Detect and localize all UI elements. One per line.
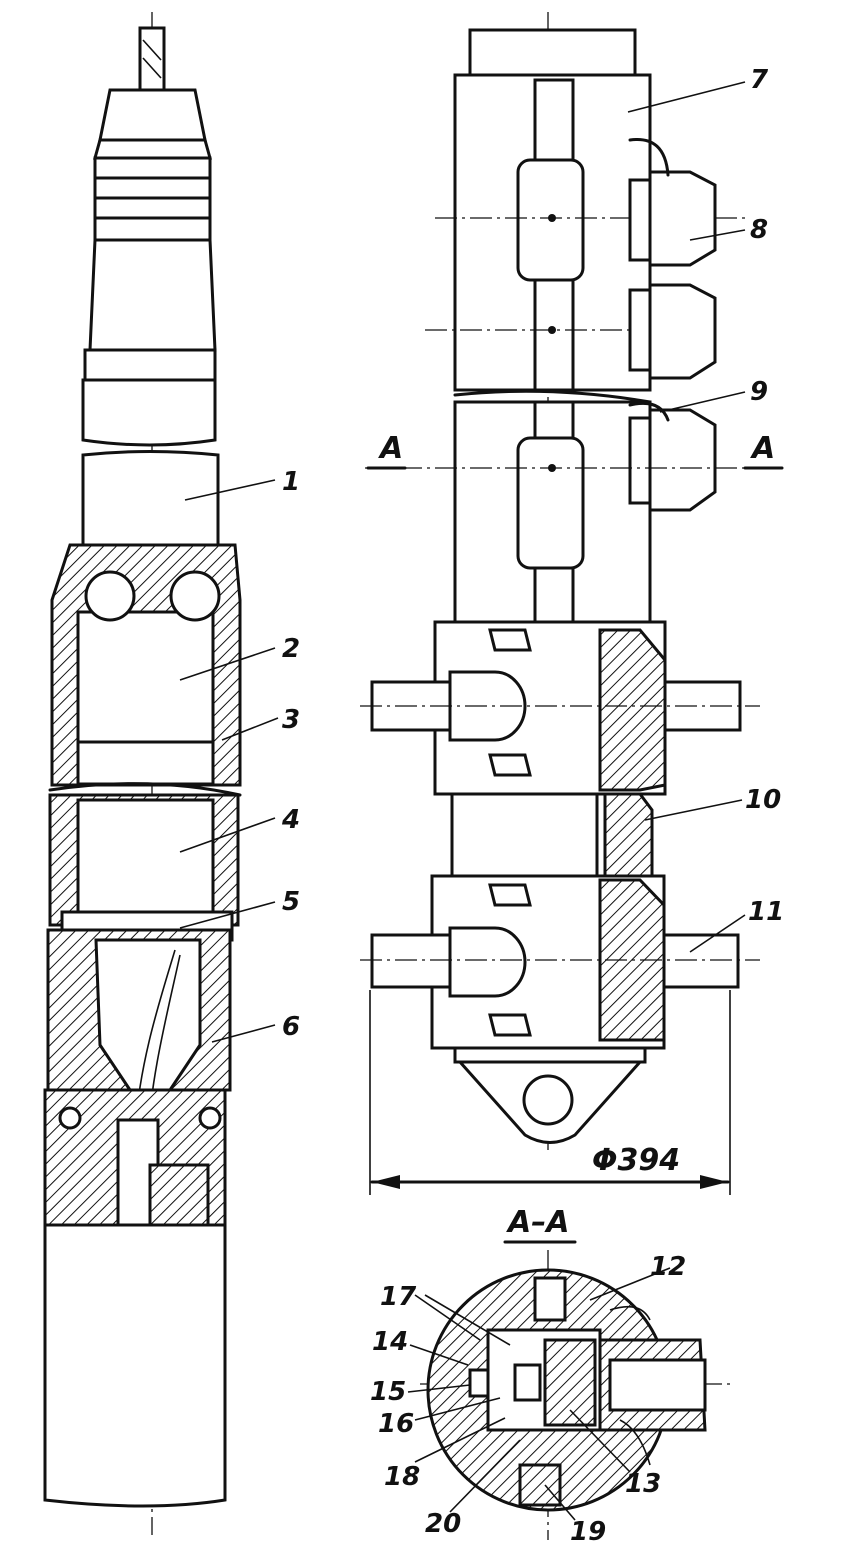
insert-part-2	[76, 610, 215, 786]
base-plate	[453, 1046, 647, 1064]
collar	[83, 348, 217, 382]
label-6: 6	[282, 1012, 300, 1042]
part-1-body	[81, 450, 220, 547]
left-leaders	[179, 479, 279, 1043]
plate-part-10-upper	[598, 628, 667, 792]
label-17: 17	[380, 1282, 417, 1312]
ball-valve	[513, 1363, 542, 1402]
nozzles-part-8	[628, 170, 717, 380]
spacer-block	[450, 792, 599, 878]
right-assembly: A A Φ394	[360, 12, 785, 1195]
label-19: 19	[570, 1517, 606, 1547]
section-leaders	[407, 1267, 671, 1521]
plug-part-15	[468, 1368, 490, 1398]
bolt-left-lower	[370, 933, 452, 989]
label-15: 15	[370, 1377, 406, 1407]
label-8: 8	[750, 215, 768, 245]
label-2: 2	[282, 634, 300, 664]
label-1: 1	[282, 467, 300, 497]
ball-right	[169, 570, 221, 622]
upper-body	[88, 238, 217, 352]
label-18: 18	[384, 1462, 420, 1492]
left-assembly: 1 2 3 4 5 6	[43, 12, 300, 1535]
ball-left	[84, 570, 136, 622]
section-mark-right: A	[750, 431, 775, 466]
section-mark-left: A	[378, 431, 403, 466]
label-12: 12	[650, 1252, 686, 1282]
dimension-diameter: Φ394	[592, 1143, 680, 1178]
screw-part-12	[533, 1276, 567, 1322]
nozzle-bore	[608, 1358, 707, 1412]
hose-part-7	[628, 137, 670, 177]
label-10: 10	[745, 785, 781, 815]
label-16: 16	[378, 1409, 414, 1439]
section-view-a-a: A–A 12 17 14	[370, 1205, 730, 1547]
label-11: 11	[748, 897, 784, 927]
plate-part-10	[603, 792, 654, 878]
label-5: 5	[282, 887, 300, 917]
label-9: 9	[750, 377, 768, 407]
tube-segment-upper	[81, 378, 217, 447]
label-3: 3	[282, 705, 300, 735]
label-14: 14	[372, 1327, 408, 1357]
label-13: 13	[625, 1469, 661, 1499]
label-20: 20	[425, 1509, 461, 1539]
valve-part-13	[543, 1338, 597, 1427]
label-4: 4	[281, 805, 300, 835]
top-cap	[468, 28, 637, 77]
section-view-title: A–A	[506, 1205, 569, 1240]
bottom-insert	[148, 1163, 210, 1227]
lower-tube	[43, 1223, 227, 1508]
right-leaders	[627, 81, 746, 953]
nozzle-part-9	[628, 408, 717, 512]
insert-part-4	[76, 798, 215, 917]
cable-head-cone	[98, 88, 207, 142]
ribbed-section	[93, 138, 212, 242]
label-7: 7	[750, 65, 769, 95]
insert-part-19	[518, 1463, 562, 1507]
break-line	[48, 782, 242, 797]
